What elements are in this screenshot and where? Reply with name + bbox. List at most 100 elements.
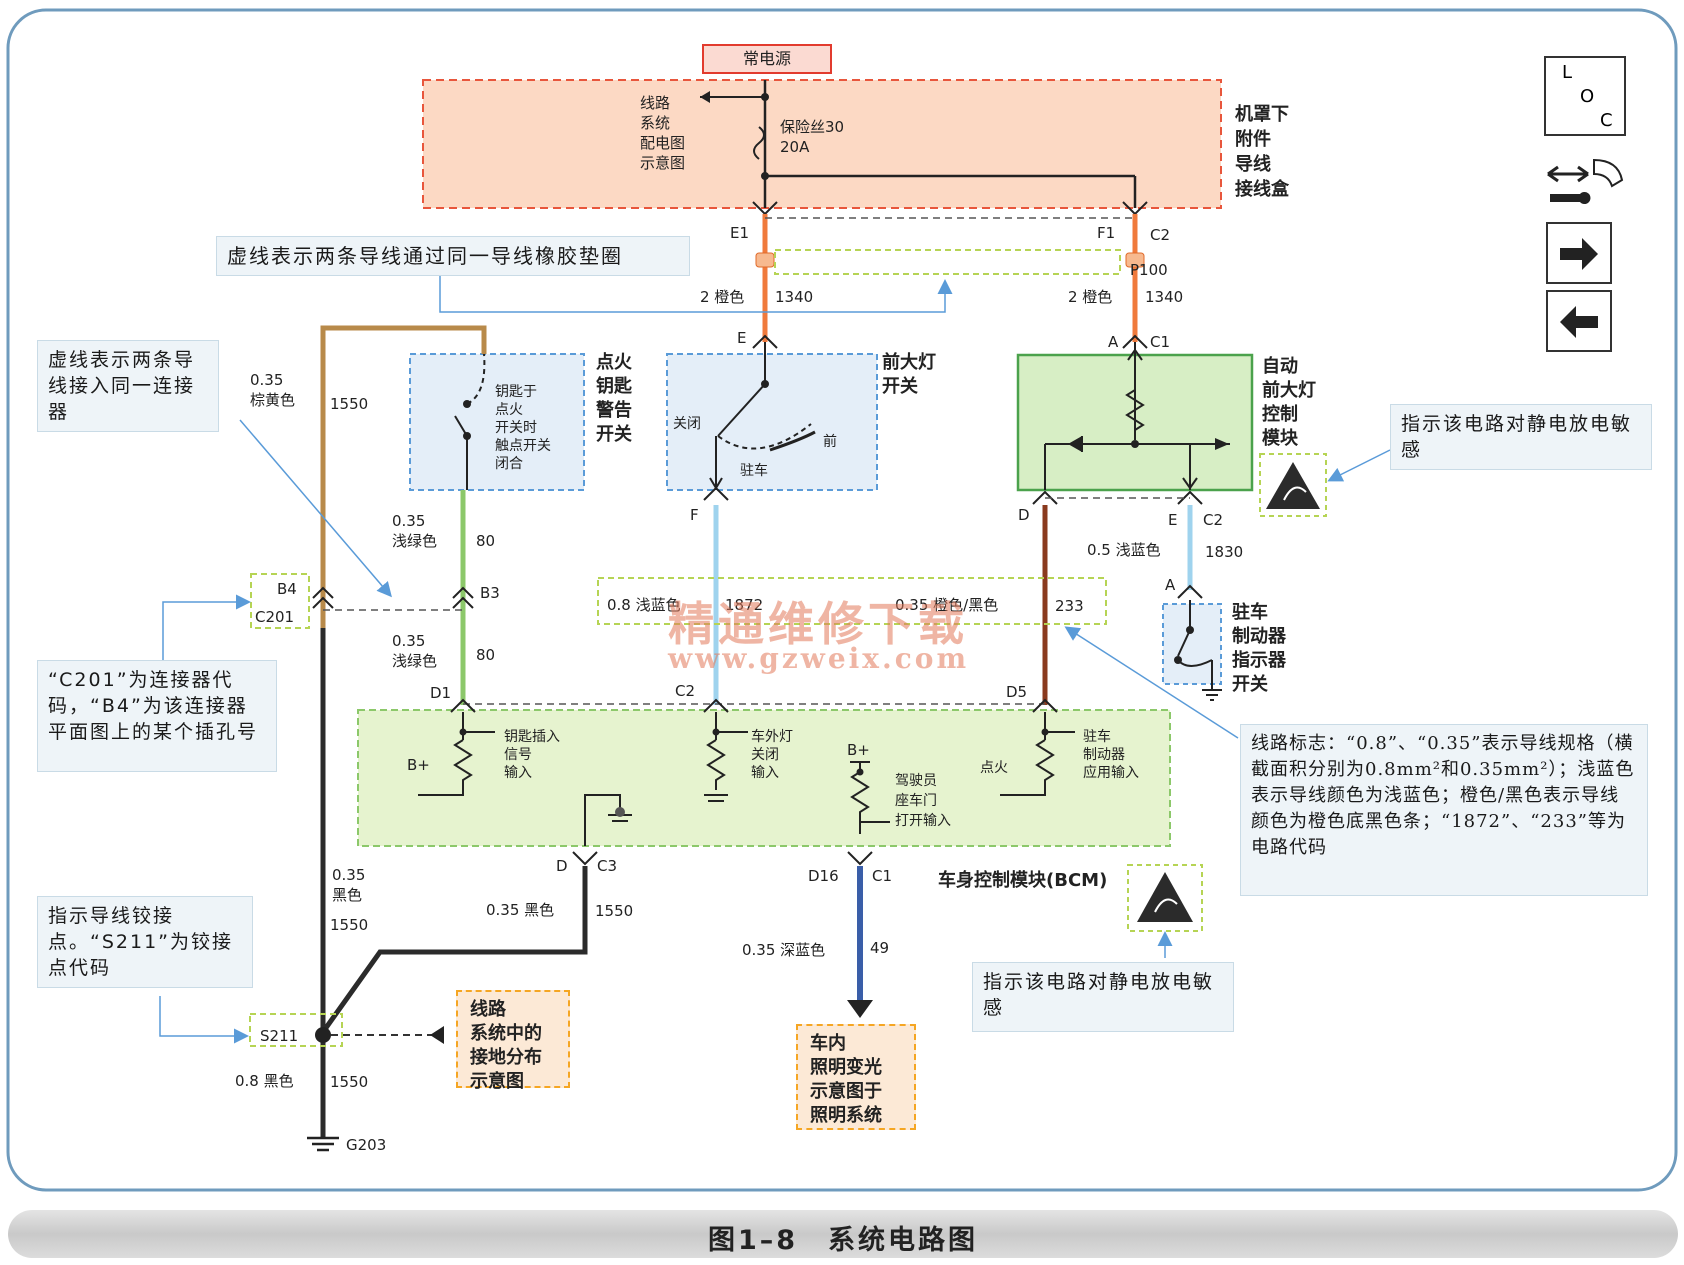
fuse-name: 保险丝30 [780,118,844,136]
label-d-c3: D [556,857,568,875]
park-brake-label-3: 指示器 [1232,649,1287,671]
label-a-park: A [1165,576,1176,594]
ground-ref-line-3: 接地分布 [470,1047,542,1068]
bcm-door-1: 驾驶员 [895,773,937,789]
figure-caption: 图1–8 系统电路图 [707,1225,979,1256]
note-grommet: 虚线表示两条导线通过同一导线橡胶垫圈 [216,236,690,276]
wire-49-code: 49 [870,939,889,957]
wire-1550-code: 1550 [330,395,368,413]
interior-ref-line-2: 照明变光 [810,1057,882,1078]
headlamp-pos-off: 关闭 [673,416,701,432]
wire-1830-code: 1830 [1205,543,1243,561]
wire-1830-spec: 0.5 浅蓝色 [1087,541,1161,559]
park-brake-label-1: 驻车 [1232,601,1268,623]
fusebox-ref-1: 线路 [640,94,670,112]
label-b4: B4 [277,580,297,598]
fusebox-ref-2: 系统 [640,114,670,132]
label-a-c1: A [1108,333,1119,351]
wire-80-bot-code: 80 [476,646,495,664]
arrow-left-icon [1560,306,1598,338]
circuit-diagram: E1 F1 C2 P100 2 橙色 1340 2 橙色 1340 E A C1… [6,8,1678,1192]
loc-icon[interactable]: L O C [1544,56,1626,136]
wire-1340-right-spec: 2 橙色 [1068,288,1112,306]
arrow-right-icon [1560,238,1598,270]
headlamp-switch-label-1: 前大灯 [882,351,936,373]
ignition-switch-label-2: 钥匙 [596,375,633,397]
interior-ref-line-4: 照明系统 [810,1105,882,1126]
label-d1: D1 [430,684,451,702]
fuse-box [422,79,1222,209]
wire-1550-g-code: 1550 [330,1073,368,1091]
label-b3: B3 [480,584,500,602]
interior-ref-line-1: 车内 [810,1033,846,1054]
wire-1340-left-spec: 2 橙色 [700,288,744,306]
headlamp-switch-box [666,353,878,491]
wire-1340-left-code: 1340 [775,288,813,306]
wire-80-top-color: 浅绿色 [392,532,437,550]
wire-1550-black-color: 黑色 [332,886,362,904]
splice-s211 [315,1027,331,1043]
fusebox-ref-3: 配电图 [640,134,685,152]
bcm-park-2: 制动器 [1083,747,1125,763]
label-b-plus-1: B+ [407,756,430,774]
ignition-contact-4: 触点开关 [495,438,551,454]
bcm-key-in-2: 信号 [504,747,532,763]
label-b-plus-2: B+ [847,741,870,759]
bcm-ext-lamp-2: 关闭 [751,747,779,763]
loc-icon-c: C [1600,110,1613,131]
wire-1550-black-code: 1550 [330,916,368,934]
label-g203: G203 [346,1136,386,1154]
interior-ref-line-3: 示意图于 [810,1081,882,1102]
wire-spec-box [597,577,1107,625]
ignition-switch-label-3: 警告 [596,399,632,421]
ignition-switch-label-1: 点火 [596,351,633,373]
label-d16: D16 [808,867,839,885]
wire-1550-c3 [320,866,588,1034]
label-d: D [1018,506,1030,524]
bcm-key-in-1: 钥匙插入 [504,729,560,745]
headlamp-pos-front: 前 [823,433,837,450]
wire-1550-g-spec: 0.8 黑色 [235,1072,294,1090]
bcm-label: 车身控制模块(BCM) [938,869,1107,891]
bcm-key-in-3: 输入 [504,765,532,781]
interior-ref-note: 车内 照明变光 示意图于 照明系统 [796,1024,916,1130]
headlamp-pos-park: 驻车 [740,462,768,479]
wire-233-spec: 0.35 橙色/黑色 [895,596,998,614]
wire-1872-spec: 0.8 浅蓝色 [607,596,681,614]
wire-80-top-size: 0.35 [392,512,425,530]
bcm-park-3: 应用输入 [1083,764,1139,781]
wire-80-top-code: 80 [476,532,495,550]
ground-ref-line-2: 系统中的 [470,1023,542,1044]
c201-box [250,573,310,629]
ignition-contact-3: 开关时 [495,420,537,436]
label-e: E [737,329,746,347]
fusebox-label-1: 机罩下 [1235,104,1289,125]
label-f1: F1 [1097,224,1115,242]
bcm-door-2: 座车门 [895,792,937,809]
auto-module-label-4: 模块 [1262,427,1299,449]
label-c2-auto: C2 [1203,511,1223,529]
wire-1550-size: 0.35 [250,371,283,389]
wire-80-bot-size: 0.35 [392,632,425,650]
prev-arrow-button[interactable] [1546,290,1612,352]
watermark-url: www.gzweix.com [668,642,970,675]
label-f: F [690,506,699,524]
next-arrow-button[interactable] [1546,222,1612,284]
watermark-cn: 精通维修下载 [668,597,968,651]
bcm-ext-lamp-1: 车外灯 [751,728,793,745]
caption-bar: 图1–8 系统电路图 [8,1210,1678,1258]
wire-1340-right-code: 1340 [1145,288,1183,306]
connector-wrench-icon[interactable] [1544,152,1628,214]
label-s211: S211 [260,1027,298,1045]
note-esd-2: 指示该电路对静电放电敏感 [972,962,1234,1032]
fusebox-label-3: 导线 [1235,153,1271,175]
label-e-c2: E [1168,511,1177,529]
fusebox-ref-4: 示意图 [640,154,685,172]
label-e1: E1 [730,224,749,242]
note-connector-code: “C201”为连接器代码，“B4”为该连接器平面图上的某个插孔号 [37,660,277,772]
wire-1872-code: 1872 [725,596,763,614]
fuse-rating: 20A [780,138,810,156]
fuse-symbol [753,126,765,160]
wire-1550-black-size: 0.35 [332,866,365,884]
ignition-contact-5: 闭合 [495,456,523,472]
